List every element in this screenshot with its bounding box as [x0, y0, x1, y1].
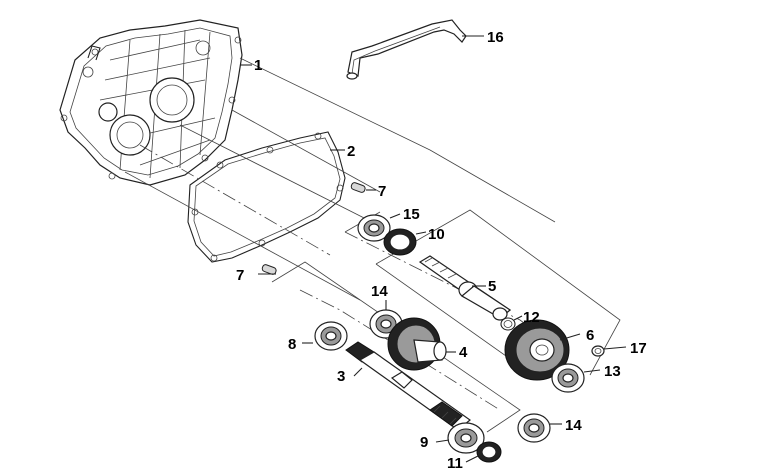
callout-6: 6: [586, 327, 594, 344]
circlip-12: [500, 317, 516, 331]
callout-11: 11: [447, 455, 463, 472]
counter-gear-4: [387, 317, 447, 371]
leader-lines: [240, 35, 627, 463]
callout-3: 3: [337, 368, 345, 385]
callout-1: 1: [254, 57, 262, 74]
callout-14-lower: 14: [565, 417, 582, 434]
final-gear-6: [504, 319, 570, 381]
callout-13: 13: [604, 363, 621, 380]
callout-17: 17: [630, 340, 647, 357]
callout-9: 9: [420, 434, 428, 451]
oil-seal-11: [476, 441, 502, 463]
output-shaft-5: [418, 255, 512, 321]
transmission-case: [59, 19, 243, 186]
callout-8: 8: [288, 336, 296, 353]
callout-7-lower: 7: [236, 267, 244, 284]
callout-10: 10: [428, 226, 445, 243]
bearing-14-lower: [517, 413, 551, 443]
dowel-pin-lower: [261, 264, 277, 275]
callout-15: 15: [403, 206, 420, 223]
callout-14-upper: 14: [371, 283, 388, 300]
callout-2: 2: [347, 143, 355, 160]
breather-tube: [346, 19, 467, 80]
gasket: [187, 131, 346, 263]
callout-16: 16: [487, 29, 504, 46]
drive-shaft-3: [345, 341, 471, 431]
bearing-9: [447, 422, 485, 454]
callout-4: 4: [459, 344, 468, 361]
callout-12: 12: [523, 309, 540, 326]
bearing-8: [314, 321, 348, 351]
bearing-13: [551, 363, 585, 393]
callout-labels: 1 2 3 4 5 6 7 7 8 9 10 11 12 13 14 14 15…: [236, 29, 647, 472]
callout-7-upper: 7: [378, 183, 386, 200]
bearing-15: [357, 214, 391, 242]
dowel-pin-upper: [350, 182, 366, 193]
callout-5: 5: [488, 278, 496, 295]
washer-17: [591, 345, 605, 357]
oil-seal-10: [383, 228, 417, 256]
